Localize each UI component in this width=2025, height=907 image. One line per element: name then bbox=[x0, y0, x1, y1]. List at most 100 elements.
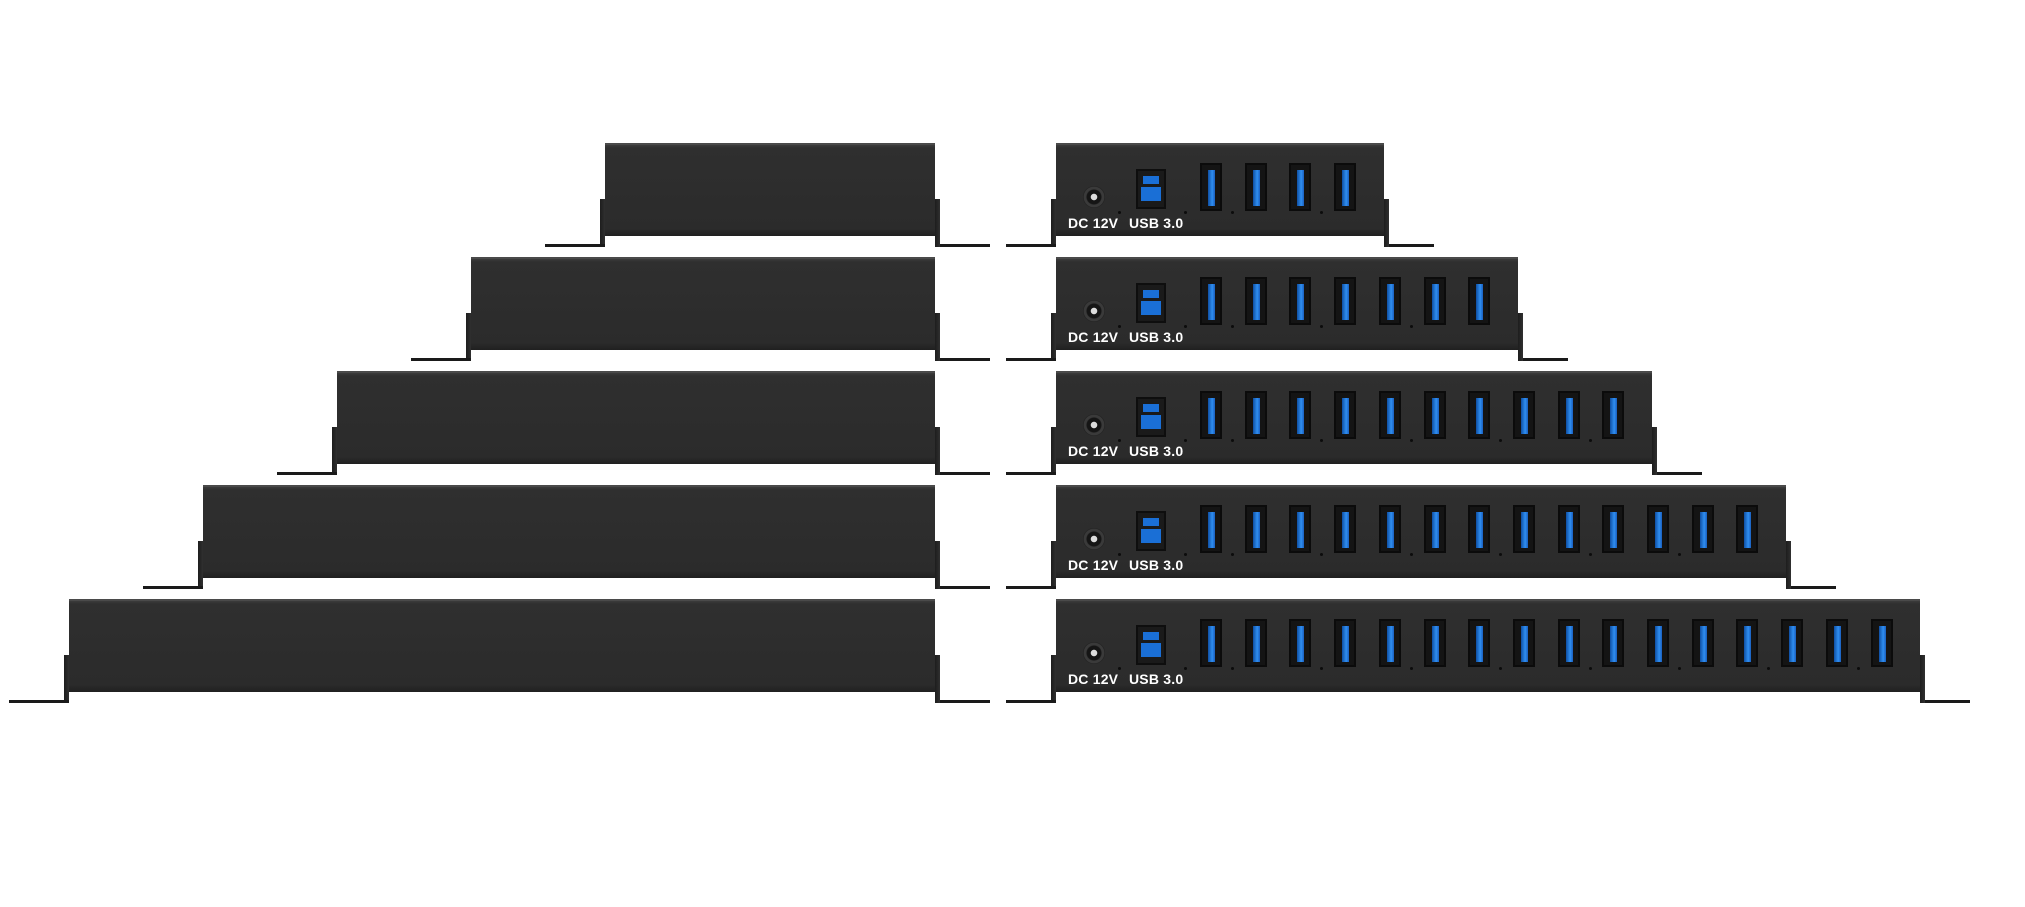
usb-a-port bbox=[1244, 505, 1267, 553]
usb-a-port bbox=[1378, 391, 1401, 439]
usb-a-port bbox=[1244, 277, 1267, 325]
usb-a-tongue bbox=[1610, 512, 1618, 548]
indicator-dot bbox=[1118, 439, 1121, 442]
usb-a-tongue bbox=[1565, 512, 1573, 548]
usb-a-tongue bbox=[1565, 626, 1573, 662]
mounting-lip bbox=[1051, 541, 1056, 589]
usb-a-tongue bbox=[1297, 284, 1305, 320]
usb-a-tongue bbox=[1431, 398, 1439, 434]
usb-a-tongue bbox=[1386, 398, 1394, 434]
dc-power-jack bbox=[1083, 186, 1105, 208]
indicator-dot bbox=[1678, 667, 1681, 670]
usb-a-tongue bbox=[1744, 626, 1752, 662]
usb-a-tongue bbox=[1878, 626, 1886, 662]
mounting-flange bbox=[1006, 358, 1056, 361]
usb-3-0-label: USB 3.0 bbox=[1129, 215, 1184, 231]
dc-power-jack bbox=[1083, 642, 1105, 664]
mounting-flange bbox=[940, 244, 990, 247]
dc-12v-label: DC 12V bbox=[1068, 671, 1119, 687]
mounting-lip bbox=[600, 199, 605, 247]
hub-rear-7-port bbox=[411, 257, 995, 361]
indicator-dot bbox=[1184, 325, 1187, 328]
usb-a-port bbox=[1602, 619, 1625, 667]
mounting-flange bbox=[1523, 358, 1569, 361]
usb-3-0-label: USB 3.0 bbox=[1129, 671, 1184, 687]
usb-a-tongue bbox=[1208, 284, 1215, 320]
usb-a-port bbox=[1557, 391, 1580, 439]
indicator-dot bbox=[1118, 211, 1121, 214]
mounting-flange bbox=[1006, 472, 1056, 475]
indicator-dot bbox=[1678, 553, 1681, 556]
usb-a-port bbox=[1289, 505, 1312, 553]
usb-b-contact bbox=[1143, 632, 1159, 640]
indicator-dot bbox=[1231, 553, 1234, 556]
usb-a-tongue bbox=[1431, 284, 1439, 320]
mounting-flange bbox=[411, 358, 471, 361]
indicator-dot bbox=[1588, 667, 1592, 670]
usb-a-port bbox=[1512, 391, 1535, 439]
indicator-dot bbox=[1231, 325, 1234, 328]
indicator-dot bbox=[1320, 439, 1324, 442]
usb-a-tongue bbox=[1833, 626, 1841, 662]
usb-a-tongue bbox=[1610, 398, 1618, 434]
indicator-dot bbox=[1231, 439, 1234, 442]
usb-a-port bbox=[1512, 505, 1535, 553]
mounting-lip bbox=[1051, 199, 1056, 247]
usb-a-tongue bbox=[1476, 626, 1484, 662]
usb-a-port bbox=[1289, 391, 1312, 439]
mounting-flange bbox=[940, 472, 990, 475]
indicator-dot bbox=[1118, 667, 1121, 670]
usb-3-0-label: USB 3.0 bbox=[1129, 557, 1184, 573]
usb-b-contact bbox=[1141, 415, 1161, 429]
mounting-flange bbox=[940, 358, 990, 361]
mounting-lip bbox=[935, 427, 940, 475]
dc-12v-label: DC 12V bbox=[1068, 215, 1119, 231]
mounting-flange bbox=[277, 472, 337, 475]
hub-front-4-port: DC 12V USB 3.0 bbox=[1006, 143, 1434, 247]
usb-a-port bbox=[1736, 619, 1759, 667]
usb-a-port bbox=[1825, 619, 1848, 667]
usb-a-port bbox=[1289, 163, 1312, 211]
indicator-dot bbox=[1499, 553, 1503, 556]
usb-a-port bbox=[1781, 619, 1804, 667]
usb-a-port bbox=[1289, 277, 1312, 325]
mounting-lip bbox=[466, 313, 471, 361]
mounting-lip bbox=[935, 199, 940, 247]
usb-a-port bbox=[1200, 505, 1222, 553]
mounting-flange bbox=[9, 700, 69, 703]
mounting-lip bbox=[1384, 199, 1389, 247]
usb-a-port bbox=[1557, 505, 1580, 553]
usb-a-tongue bbox=[1744, 512, 1752, 548]
indicator-dot bbox=[1320, 553, 1324, 556]
indicator-dot bbox=[1409, 325, 1413, 328]
usb-a-tongue bbox=[1520, 626, 1528, 662]
usb-a-port bbox=[1334, 163, 1357, 211]
indicator-dot bbox=[1320, 667, 1324, 670]
mounting-flange bbox=[545, 244, 605, 247]
mounting-lip bbox=[935, 541, 940, 589]
hub-front-16-port: DC 12V USB 3.0 bbox=[1006, 599, 1971, 703]
usb-a-tongue bbox=[1297, 398, 1305, 434]
indicator-dot bbox=[1118, 325, 1121, 328]
indicator-dot bbox=[1409, 667, 1413, 670]
usb-a-port bbox=[1468, 391, 1491, 439]
usb-a-tongue bbox=[1208, 512, 1215, 548]
usb-a-port bbox=[1200, 619, 1222, 667]
mounting-lip bbox=[1786, 541, 1792, 589]
usb-a-tongue bbox=[1342, 398, 1350, 434]
housing bbox=[1056, 257, 1519, 350]
mounting-lip bbox=[935, 313, 940, 361]
dc-12v-label: DC 12V bbox=[1068, 557, 1119, 573]
usb-a-tongue bbox=[1655, 626, 1662, 662]
usb-a-port bbox=[1602, 391, 1625, 439]
hub-rear-13-port bbox=[143, 485, 995, 589]
indicator-dot bbox=[1320, 325, 1324, 328]
indicator-dot bbox=[1231, 211, 1234, 214]
usb-b-contact bbox=[1143, 176, 1159, 184]
indicator-dot bbox=[1588, 553, 1592, 556]
usb-a-port bbox=[1468, 619, 1491, 667]
usb-b-contact bbox=[1143, 518, 1159, 526]
usb-b-contact bbox=[1143, 290, 1159, 298]
indicator-dot bbox=[1588, 439, 1592, 442]
